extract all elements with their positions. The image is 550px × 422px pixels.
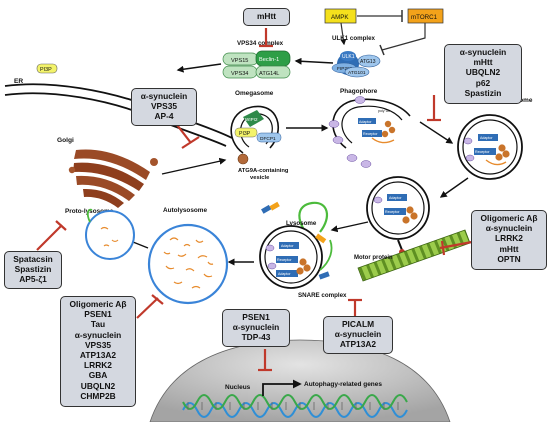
phagophore: Phagophore Adaptor Receptor poly Ub	[328, 88, 411, 168]
nucleus-label: Nucleus	[225, 384, 251, 391]
transcription-arrow	[262, 379, 302, 396]
golgi: Golgi	[57, 137, 158, 208]
svg-text:poly Ub: poly Ub	[378, 109, 390, 113]
svg-text:Adaptor: Adaptor	[480, 136, 493, 140]
svg-text:DFCP1: DFCP1	[260, 136, 276, 142]
svg-text:Adaptor: Adaptor	[359, 120, 372, 124]
inhibitor-box-protolysosome: Spatacsin Spastizin AP5-ζ1	[4, 251, 62, 289]
inhibitor-box-nucleus: PSEN1 α-synuclein TDP-43	[222, 309, 290, 347]
svg-text:VPS15: VPS15	[231, 58, 248, 64]
dfcp1-protein	[256, 132, 282, 143]
inhibition-lines	[36, 28, 473, 372]
ampk-box	[324, 8, 357, 24]
arrow-golgi-to-vesicle	[161, 157, 227, 175]
nucleus: Nucleus Autophagy-related genes	[149, 339, 451, 422]
degraded-cargo	[163, 237, 214, 289]
pi3p-er-text: PI3P	[40, 67, 52, 73]
er: ER PI3P	[4, 63, 233, 147]
svg-text:Autolysosome: Autolysosome	[163, 207, 207, 214]
proto-lysosome: Proto-lysosome	[65, 208, 135, 260]
inhibitor-box-snare: PICALM α-synuclein ATP13A2	[323, 316, 393, 354]
inhibitor-box-autolysosome: Oligomeric Aβ PSEN1 Tau α-synuclein VPS3…	[60, 296, 136, 407]
svg-text:Lysosome: Lysosome	[286, 220, 317, 227]
svg-text:VPS34: VPS34	[231, 71, 248, 77]
vps34-complex: VPS34 complex VPS15 Beclin-1 VPS34 ATG14…	[222, 40, 291, 79]
autophagosome: Autophagosome Adaptor Receptor	[457, 97, 533, 180]
svg-text:Receptor: Receptor	[475, 150, 490, 154]
svg-text:Beclin-1: Beclin-1	[259, 57, 279, 63]
arrow-vps34-to-er	[176, 63, 222, 73]
svg-text:ULK1: ULK1	[342, 54, 355, 60]
svg-text:Receptor: Receptor	[363, 132, 378, 136]
svg-text:Receptor: Receptor	[277, 258, 292, 262]
golgi-label: Golgi	[57, 137, 74, 144]
dna-helix	[182, 394, 408, 418]
arrow-ulk1-to-vps34	[294, 57, 334, 65]
svg-text:Proto-lysosome: Proto-lysosome	[65, 208, 114, 215]
arrow-autophagosome-down	[439, 177, 469, 198]
svg-text:PI3P: PI3P	[239, 131, 251, 137]
ampk-activates-ulk1	[340, 22, 347, 46]
svg-text:Adaptor: Adaptor	[278, 272, 291, 276]
inhibitor-box-phagophore: α-synuclein mHtt UBQLN2 p62 Spastizin	[444, 44, 522, 104]
omegasome: Omegasome WIPI2 PI3P DFCP1 ATG9A-contain…	[230, 90, 289, 181]
snare-complex-label: SNARE complex	[298, 292, 347, 299]
pi3p-omegasome	[234, 127, 258, 138]
autophagy-genes-label: Autophagy-related genes	[304, 381, 382, 388]
lc3-particles	[328, 96, 372, 168]
svg-text:Omegasome: Omegasome	[235, 90, 274, 97]
svg-text:ATG14L: ATG14L	[259, 71, 279, 77]
inhibitor-box-motor: Oligomeric Aβ α-synuclein LRRK2 mHtt OPT…	[471, 210, 547, 270]
transported-autophagosome: Adaptor Receptor	[366, 176, 430, 255]
arrow-phagophore-to-autophagosome	[419, 121, 454, 144]
svg-text:AMPK: AMPK	[331, 14, 349, 21]
wipi2-protein	[243, 110, 264, 127]
er-label: ER	[14, 78, 23, 85]
svg-text:FIP200: FIP200	[337, 66, 353, 72]
arrow-to-lysosome-fusion	[330, 221, 369, 233]
vps34-complex-label: VPS34 complex	[237, 40, 284, 47]
ulk1-complex: ULK1 complex FIP200 ULK1 ATG13 ATG101	[331, 35, 381, 78]
inhibitor-box-omegasome: α-synuclein VPS35 AP-4	[131, 88, 197, 126]
svg-text:mTORC1: mTORC1	[411, 14, 438, 21]
svg-text:ATG101: ATG101	[348, 70, 366, 76]
lysosome: Lysosome Adaptor Receptor Adaptor SNARE …	[259, 201, 347, 299]
ulk1-complex-label: ULK1 complex	[332, 35, 376, 42]
autolysosome: Autolysosome	[147, 207, 229, 305]
svg-text:ATG13: ATG13	[360, 59, 376, 65]
svg-text:vesicle: vesicle	[250, 175, 270, 181]
svg-text:Adaptor: Adaptor	[281, 244, 294, 248]
svg-text:WIPI2: WIPI2	[245, 117, 258, 122]
atg9a-vesicle	[237, 153, 249, 165]
svg-text:Adaptor: Adaptor	[389, 196, 402, 200]
inhibitor-box-mhtt: mHtt	[243, 8, 290, 26]
motor-protein-label: Motor protein	[354, 255, 393, 261]
svg-text:Receptor: Receptor	[385, 210, 400, 214]
mtorc1-inhibits-ulk1	[381, 23, 426, 51]
ampk-mtorc1: AMPK mTORC1	[324, 8, 444, 56]
svg-text:Phagophore: Phagophore	[340, 88, 378, 95]
svg-text:ATG9A-containing: ATG9A-containing	[238, 168, 289, 174]
pi3p-er-badge	[36, 63, 58, 74]
